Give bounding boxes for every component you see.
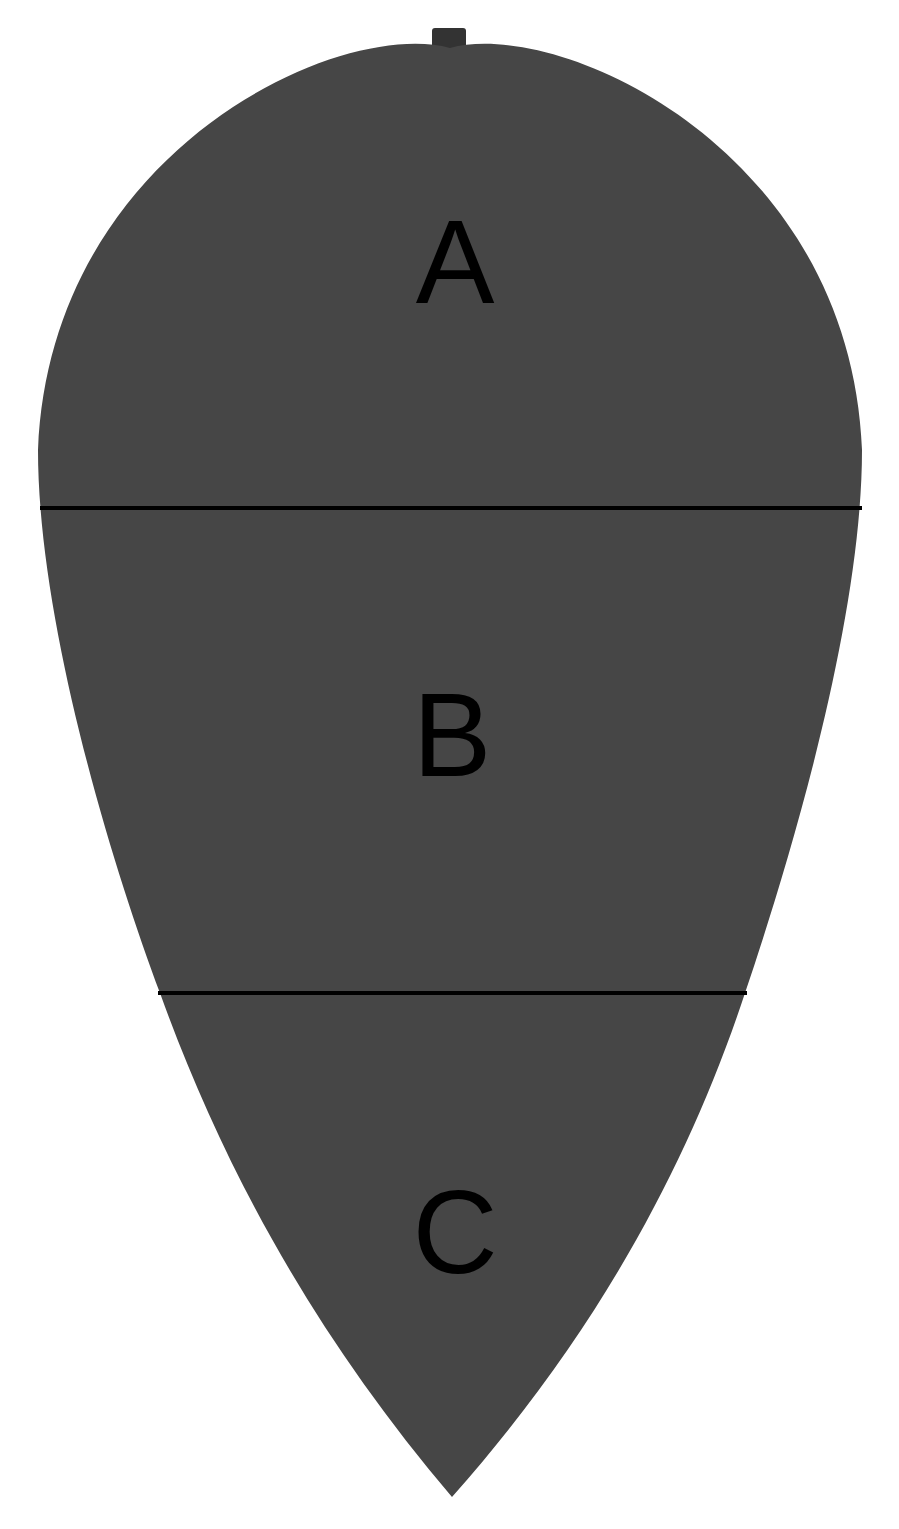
division-line — [40, 506, 862, 510]
region-label: A — [416, 203, 495, 321]
region-label: C — [412, 1173, 498, 1291]
region-band: C — [404, 1169, 506, 1295]
division-line — [158, 991, 747, 995]
region-band: A — [408, 199, 503, 325]
body-shape — [38, 44, 862, 1497]
region-label: B — [413, 676, 492, 794]
region-band: B — [405, 672, 500, 798]
